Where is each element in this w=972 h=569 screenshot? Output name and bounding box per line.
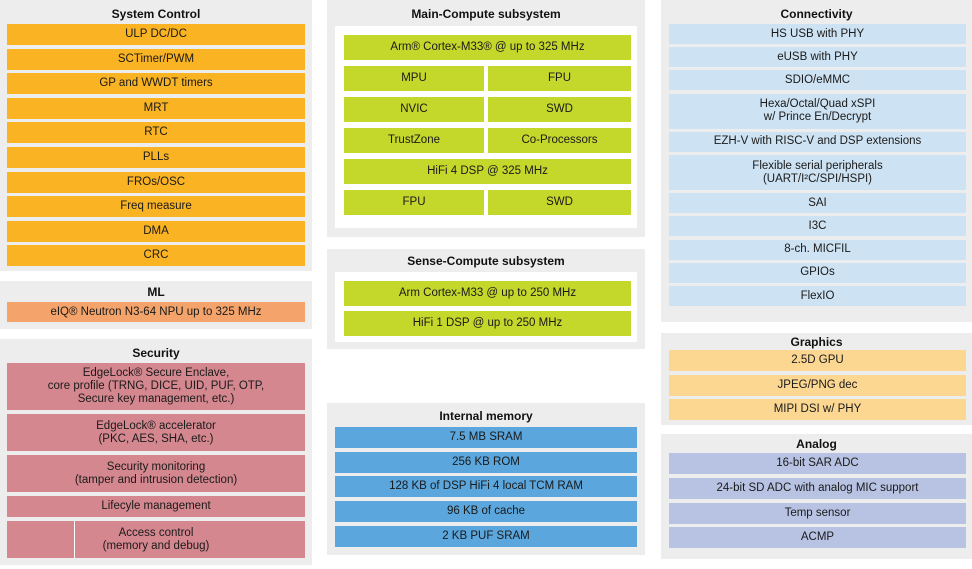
connectivity-item-8: 8-ch. MICFIL xyxy=(669,239,966,260)
main-compute-title: Main-Compute subsystem xyxy=(411,7,561,21)
access-control-block: Access control (memory and debug) xyxy=(7,521,305,558)
npu-block: eIQ® Neutron N3-64 NPU up to 325 MHz xyxy=(7,302,305,322)
connectivity-panel: Connectivity HS USB with PHY eUSB with PH… xyxy=(661,0,972,322)
sense-compute-inner: Arm Cortex-M33 @ up to 250 MHz HiFi 1 DS… xyxy=(335,272,637,342)
system-control-item-8: DMA xyxy=(7,220,305,242)
ml-title: ML xyxy=(147,285,165,299)
hifi4-dsp-block: HiFi 4 DSP @ 325 MHz xyxy=(344,159,631,184)
graphics-item-0: 2.5D GPU xyxy=(669,350,966,371)
memory-item-1: 256 KB ROM xyxy=(335,451,637,473)
cortex-m33-core-block: Arm® Cortex-M33® @ up to 325 MHz xyxy=(344,35,631,60)
sense-compute-title: Sense-Compute subsystem xyxy=(407,254,565,268)
analog-item-1: 24-bit SD ADC with analog MIC support xyxy=(669,477,966,499)
analog-title: Analog xyxy=(796,437,837,451)
ml-panel: ML eIQ® Neutron N3-64 NPU up to 325 MHz xyxy=(0,281,312,329)
trustzone-block: TrustZone xyxy=(344,128,484,153)
swd-block: SWD xyxy=(488,97,631,122)
memory-item-2: 128 KB of DSP HiFi 4 local TCM RAM xyxy=(335,476,637,498)
dsp-swd-block: SWD xyxy=(488,190,631,215)
nvic-block: NVIC xyxy=(344,97,484,122)
system-control-item-1: SCTimer/PWM xyxy=(7,48,305,70)
connectivity-item-4: EZH-V with RISC-V and DSP extensions xyxy=(669,131,966,152)
dsp-fpu-block: FPU xyxy=(344,190,484,215)
system-control-item-3: MRT xyxy=(7,97,305,119)
co-processors-block: Co-Processors xyxy=(488,128,631,153)
main-compute-panel: Main-Compute subsystem Arm® Cortex-M33® … xyxy=(327,0,645,237)
lifecycle-management-block: Lifecyle management xyxy=(7,496,305,517)
system-control-item-5: PLLs xyxy=(7,147,305,168)
security-panel: Security EdgeLock® Secure Enclave, core … xyxy=(0,339,312,565)
connectivity-item-3: Hexa/Octal/Quad xSPI w/ Prince En/Decryp… xyxy=(669,93,966,129)
system-control-item-0: ULP DC/DC xyxy=(7,24,305,45)
analog-item-3: ACMP xyxy=(669,527,966,549)
sense-compute-panel: Sense-Compute subsystem Arm Cortex-M33 @… xyxy=(327,249,645,349)
internal-memory-panel: Internal memory 7.5 MB SRAM 256 KB ROM 128… xyxy=(327,403,645,555)
system-control-item-2: GP and WWDT timers xyxy=(7,73,305,95)
analog-panel: Analog 16-bit SAR ADC 24-bit SD ADC with … xyxy=(661,434,972,559)
connectivity-item-7: I3C xyxy=(669,216,966,237)
system-control-title: System Control xyxy=(111,7,201,21)
edgelock-accelerator-block: EdgeLock® accelerator (PKC, AES, SHA, et… xyxy=(7,414,305,451)
secure-enclave-block: EdgeLock® Secure Enclave, core profile (… xyxy=(7,363,305,410)
internal-memory-title: Internal memory xyxy=(439,409,533,423)
system-control-item-4: RTC xyxy=(7,122,305,144)
analog-item-2: Temp sensor xyxy=(669,502,966,524)
graphics-title: Graphics xyxy=(790,335,843,349)
security-monitoring-block: Security monitoring (tamper and intrusio… xyxy=(7,455,305,492)
memory-item-0: 7.5 MB SRAM xyxy=(335,427,637,448)
connectivity-item-9: GPIOs xyxy=(669,262,966,283)
system-control-panel: System Control ULP DC/DC SCTimer/PWM GP an… xyxy=(0,0,312,271)
system-control-item-6: FROs/OSC xyxy=(7,171,305,193)
analog-item-0: 16-bit SAR ADC xyxy=(669,453,966,474)
connectivity-item-5: Flexible serial peripherals (UART/I²C/SP… xyxy=(669,155,966,190)
connectivity-item-1: eUSB with PHY xyxy=(669,47,966,68)
hifi1-dsp-block: HiFi 1 DSP @ up to 250 MHz xyxy=(344,311,631,336)
system-control-item-9: CRC xyxy=(7,245,305,267)
graphics-item-1: JPEG/PNG dec xyxy=(669,374,966,396)
memory-item-3: 96 KB of cache xyxy=(335,501,637,523)
access-control-divider xyxy=(74,521,75,558)
system-control-item-7: Freq measure xyxy=(7,196,305,218)
connectivity-item-2: SDIO/eMMC xyxy=(669,70,966,91)
security-title: Security xyxy=(132,346,180,360)
main-compute-inner: Arm® Cortex-M33® @ up to 325 MHz MPU FPU… xyxy=(335,26,637,228)
connectivity-item-10: FlexIO xyxy=(669,286,966,306)
memory-item-4: 2 KB PUF SRAM xyxy=(335,525,637,547)
connectivity-item-0: HS USB with PHY xyxy=(669,24,966,44)
connectivity-item-6: SAI xyxy=(669,193,966,214)
fpu-block: FPU xyxy=(488,66,631,91)
graphics-item-2: MIPI DSI w/ PHY xyxy=(669,399,966,420)
connectivity-title: Connectivity xyxy=(780,7,853,21)
mpu-block: MPU xyxy=(344,66,484,91)
sense-cortex-m33-block: Arm Cortex-M33 @ up to 250 MHz xyxy=(344,281,631,306)
